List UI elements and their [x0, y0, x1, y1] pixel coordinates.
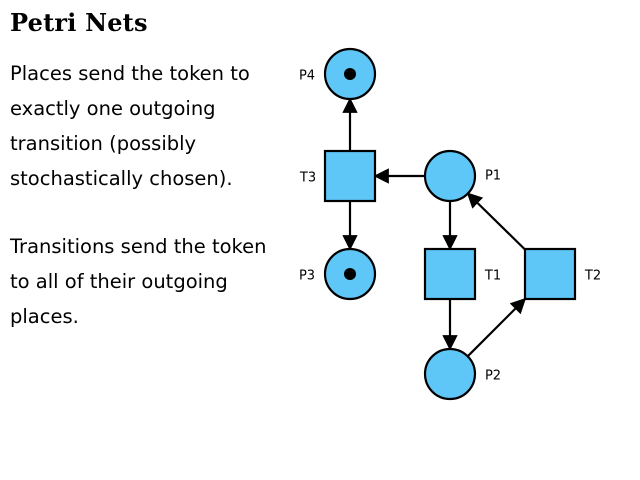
arc-p2-to-t2 — [466, 297, 527, 358]
label-t3: T3 — [299, 171, 316, 186]
slide-title: Petri Nets — [10, 8, 148, 37]
label-t2: T2 — [584, 269, 601, 284]
places-description: Places send the token to exactly one out… — [10, 62, 250, 190]
transition-t3 — [323, 149, 377, 203]
transition-t1 — [423, 247, 477, 301]
label-p2: P2 — [485, 369, 501, 384]
transition-t2 — [523, 247, 577, 301]
label-p1: P1 — [485, 169, 501, 184]
place-p2 — [423, 347, 477, 401]
place-p1 — [423, 149, 477, 203]
transitions-description: Transitions send the token to all of the… — [10, 235, 267, 328]
label-p3: P3 — [299, 269, 315, 284]
token-p4 — [344, 68, 356, 80]
label-p4: P4 — [299, 69, 315, 84]
token-p3 — [344, 268, 356, 280]
label-t1: T1 — [484, 269, 501, 284]
arc-t2-to-p1 — [466, 192, 526, 251]
